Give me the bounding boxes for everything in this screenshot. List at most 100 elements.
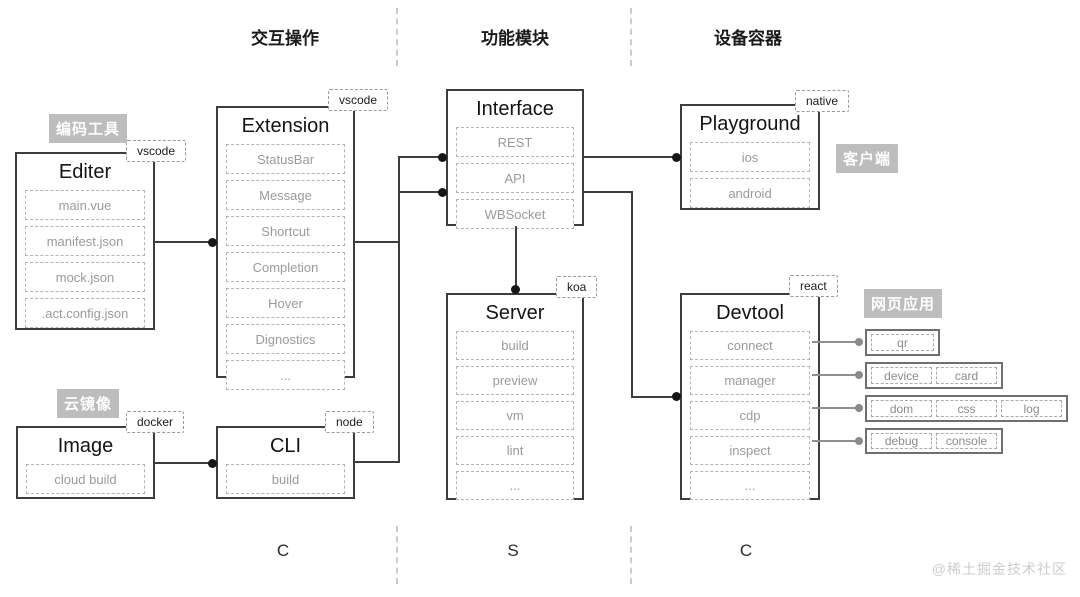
- connector-cdp-dom: [812, 407, 859, 409]
- devtool-item: cdp: [690, 401, 810, 430]
- watermark: @稀土掘金技术社区: [931, 561, 1067, 577]
- image-box: Image cloud build: [16, 426, 155, 499]
- server-item: preview: [456, 366, 574, 395]
- interface-box-title: Interface: [476, 97, 554, 120]
- extension-item: Completion: [226, 252, 345, 282]
- image-docker-tag: docker: [126, 411, 185, 433]
- connector-interface-server: [515, 226, 517, 293]
- connector-interface-elbow-h1: [584, 191, 633, 193]
- extension-box: Extension StatusBar Message Shortcut Com…: [216, 106, 355, 390]
- panel-cell-dom: dom: [871, 400, 932, 417]
- editor-item: manifest.json: [25, 226, 145, 256]
- junction-dot: [672, 392, 681, 401]
- editor-box-title: Editer: [58, 160, 112, 183]
- devtool-item: manager: [690, 366, 810, 395]
- server-item: ...: [456, 471, 574, 500]
- connector-editor-extension: [155, 241, 213, 243]
- column-header-devices: 设备容器: [714, 29, 782, 48]
- image-box-title: Image: [57, 434, 114, 457]
- editor-item: .act.config.json: [25, 298, 145, 328]
- editor-box: Editer main.vue manifest.json mock.json …: [15, 152, 155, 330]
- junction-dot: [438, 153, 447, 162]
- footer-letter-client-2: C: [739, 541, 753, 560]
- editor-vscode-tag: vscode: [126, 140, 187, 162]
- playground-native-tag: native: [795, 90, 850, 112]
- extension-vscode-tag: vscode: [328, 89, 389, 111]
- connector-extension-trunk: [355, 241, 400, 243]
- column-header-interaction: 交互操作: [251, 29, 319, 48]
- extension-item: Dignostics: [226, 324, 345, 354]
- panel-cell-log: log: [1001, 400, 1062, 417]
- connector-trunk-interface-1: [399, 156, 446, 158]
- gray-junction-dot: [855, 404, 863, 412]
- cli-item: build: [226, 464, 345, 494]
- junction-dot: [511, 285, 520, 294]
- connector-cli-trunk: [355, 461, 400, 463]
- junction-dot: [208, 238, 217, 247]
- extension-box-title: Extension: [241, 114, 330, 137]
- coding-tools-badge: 编码工具: [49, 114, 128, 143]
- connector-inspect-debug: [812, 440, 859, 442]
- devtool-box-title: Devtool: [716, 301, 784, 324]
- extension-item: StatusBar: [226, 144, 345, 174]
- connector-interface-playground: [584, 156, 680, 158]
- junction-dot: [672, 153, 681, 162]
- interface-item: WBSocket: [456, 199, 574, 229]
- panel-cell-css: css: [936, 400, 997, 417]
- connector-manager-device: [812, 374, 859, 376]
- extension-item: ...: [226, 360, 345, 390]
- devtool-react-tag: react: [789, 275, 838, 297]
- client-badge: 客户端: [836, 144, 899, 173]
- column-header-modules: 功能模块: [481, 29, 549, 48]
- connector-connect-qr: [812, 341, 859, 343]
- server-item: vm: [456, 401, 574, 430]
- connector-trunk-interface-2: [399, 191, 446, 193]
- gray-junction-dot: [855, 437, 863, 445]
- server-box: Server build preview vm lint ...: [446, 293, 584, 500]
- devtool-item: ...: [690, 471, 810, 500]
- panel-cell-device: device: [871, 367, 932, 384]
- editor-item: main.vue: [25, 190, 145, 220]
- debug-console-panel: debug console: [865, 428, 1003, 454]
- dom-css-log-panel: dom css log: [865, 395, 1068, 422]
- image-item: cloud build: [26, 464, 145, 494]
- panel-cell-card: card: [936, 367, 997, 384]
- connector-elbow-devtool: [631, 396, 680, 398]
- cli-node-tag: node: [325, 411, 374, 433]
- panel-cell-debug: debug: [871, 433, 932, 449]
- column-divider: [630, 8, 632, 66]
- cli-box: CLI build: [216, 426, 355, 499]
- gray-junction-dot: [855, 371, 863, 379]
- gray-junction-dot: [855, 338, 863, 346]
- interface-item: REST: [456, 127, 574, 157]
- server-item: build: [456, 331, 574, 360]
- column-divider: [396, 8, 398, 66]
- cloud-image-badge: 云镜像: [57, 389, 120, 418]
- cli-box-title: CLI: [269, 434, 302, 457]
- playground-box: Playground ios android: [680, 104, 820, 210]
- server-koa-tag: koa: [556, 276, 598, 298]
- junction-dot: [438, 188, 447, 197]
- connector-interface-elbow-v: [631, 191, 633, 397]
- panel-cell-console: console: [936, 433, 997, 449]
- server-item: lint: [456, 436, 574, 465]
- extension-item: Hover: [226, 288, 345, 318]
- server-box-title: Server: [485, 301, 545, 324]
- column-divider: [630, 526, 632, 584]
- junction-dot: [208, 459, 217, 468]
- devtool-item: connect: [690, 331, 810, 360]
- playground-item: android: [690, 178, 810, 208]
- editor-item: mock.json: [25, 262, 145, 292]
- footer-letter-server: S: [507, 541, 519, 560]
- footer-letter-client-1: C: [276, 541, 290, 560]
- extension-item: Shortcut: [226, 216, 345, 246]
- column-divider: [396, 526, 398, 584]
- interface-item: API: [456, 163, 574, 193]
- device-card-panel: device card: [865, 362, 1003, 389]
- devtool-item: inspect: [690, 436, 810, 465]
- panel-cell-qr: qr: [871, 334, 934, 351]
- web-app-badge: 网页应用: [864, 289, 943, 318]
- playground-item: ios: [690, 142, 810, 172]
- extension-item: Message: [226, 180, 345, 210]
- devtool-box: Devtool connect manager cdp inspect ...: [680, 293, 820, 500]
